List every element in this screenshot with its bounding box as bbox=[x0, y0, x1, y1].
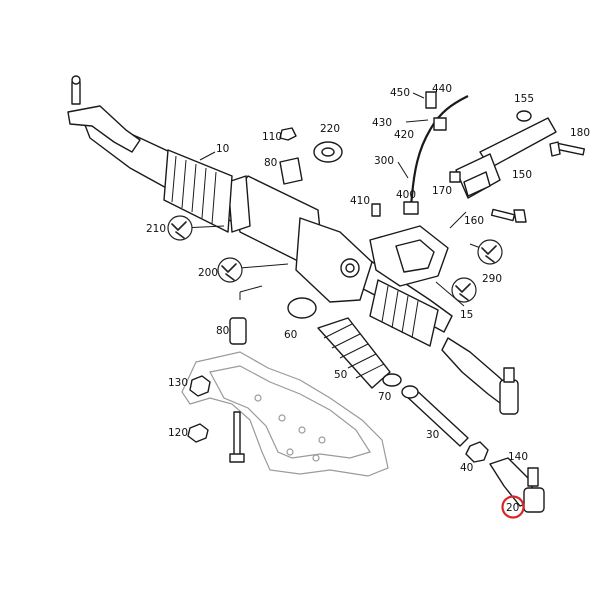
callout-155: 155 bbox=[514, 93, 534, 105]
highlight-ring bbox=[501, 495, 525, 519]
tie-rod-end-left bbox=[67, 75, 141, 153]
callout-440: 440 bbox=[432, 83, 452, 95]
callout-60: 60 bbox=[284, 329, 297, 341]
subframe bbox=[181, 351, 389, 477]
clamp-70 bbox=[382, 373, 402, 387]
clamp-60 bbox=[287, 297, 317, 319]
highlighted-callout-20[interactable]: 20 bbox=[501, 495, 525, 519]
callout-120: 120 bbox=[168, 427, 188, 439]
bolt-120 bbox=[229, 411, 245, 463]
callout-410: 410 bbox=[350, 195, 370, 207]
tool-symbol-icon bbox=[167, 215, 193, 241]
callout-80-mount: 80 bbox=[264, 157, 277, 169]
mounts-110-220 bbox=[279, 127, 343, 185]
callout-80-bushing: 80 bbox=[216, 325, 229, 337]
callout-150: 150 bbox=[512, 169, 532, 181]
callout-420: 420 bbox=[394, 129, 414, 141]
rack-boot-right bbox=[369, 279, 439, 347]
lock-nut-40 bbox=[465, 441, 489, 463]
wire-harness bbox=[408, 95, 469, 215]
bolt-160 bbox=[490, 208, 527, 223]
callout-220: 220 bbox=[320, 123, 340, 135]
callout-160: 160 bbox=[464, 215, 484, 227]
tie-rod-end-20 bbox=[489, 457, 545, 513]
sensor-420 bbox=[425, 91, 447, 131]
tool-symbol-icon bbox=[451, 277, 477, 303]
callout-180: 180 bbox=[570, 127, 590, 139]
callout-10: 10 bbox=[216, 143, 229, 155]
callout-40: 40 bbox=[460, 462, 473, 474]
callout-15: 15 bbox=[460, 309, 473, 321]
callout-430: 430 bbox=[372, 117, 392, 129]
callout-200: 200 bbox=[198, 267, 218, 279]
boot-50 bbox=[317, 317, 391, 389]
callout-130: 130 bbox=[168, 377, 188, 389]
steering-shaft bbox=[455, 117, 557, 199]
connector-410 bbox=[371, 203, 381, 217]
callout-210: 210 bbox=[146, 223, 166, 235]
clip-170 bbox=[449, 171, 461, 183]
callout-140: 140 bbox=[508, 451, 528, 463]
bolt-180 bbox=[549, 141, 586, 157]
washer-120 bbox=[187, 423, 209, 443]
callout-450: 450 bbox=[390, 87, 410, 99]
callout-290: 290 bbox=[482, 273, 502, 285]
callout-170: 170 bbox=[432, 185, 452, 197]
connector-400 bbox=[403, 201, 419, 215]
tie-rod-end-right bbox=[441, 337, 519, 415]
inner-tie-rod-30 bbox=[401, 385, 469, 447]
callout-70: 70 bbox=[378, 391, 391, 403]
callout-20: 20 bbox=[506, 502, 519, 514]
bushing-80 bbox=[229, 317, 247, 345]
callout-300: 300 bbox=[374, 155, 394, 167]
nut-130 bbox=[189, 375, 211, 397]
callout-400: 400 bbox=[396, 189, 416, 201]
tool-symbol-icon bbox=[477, 239, 503, 265]
cap-155 bbox=[516, 110, 532, 122]
callout-30: 30 bbox=[426, 429, 439, 441]
callout-110: 110 bbox=[262, 131, 282, 143]
callout-50: 50 bbox=[334, 369, 347, 381]
tool-symbol-icon bbox=[217, 257, 243, 283]
rack-boot-left bbox=[163, 149, 233, 233]
